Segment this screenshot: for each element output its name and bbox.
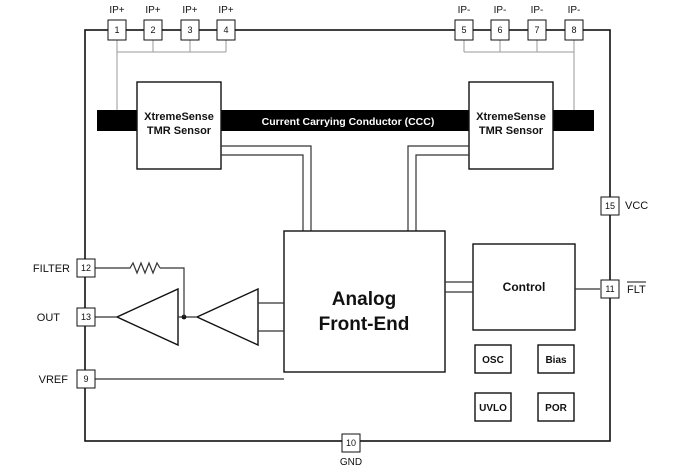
pin-3: 3 IP+ — [180, 5, 200, 41]
svg-text:IP-: IP- — [531, 5, 544, 16]
svg-text:VREF: VREF — [39, 374, 69, 386]
svg-text:IP-: IP- — [568, 5, 581, 16]
svg-text:3: 3 — [187, 25, 192, 35]
amplifier-output-stage — [115, 287, 179, 347]
pin-1: 1 IP+ — [107, 5, 127, 41]
svg-text:GND: GND — [340, 457, 362, 468]
pin-8: 8 IP- — [564, 5, 584, 41]
pin-2: 2 IP+ — [143, 5, 163, 41]
svg-text:15: 15 — [605, 201, 615, 211]
svg-text:5: 5 — [461, 25, 466, 35]
svg-text:IP-: IP- — [494, 5, 507, 16]
svg-text:FILTER: FILTER — [33, 263, 70, 275]
sensor-left-output — [221, 145, 312, 231]
svg-text:8: 8 — [571, 25, 576, 35]
tmr-sensor-left-line2: TMR Sensor — [147, 125, 212, 137]
svg-text:10: 10 — [346, 438, 356, 448]
pin-11-flt: 11 FLT — [600, 279, 646, 299]
svg-text:2: 2 — [150, 25, 155, 35]
osc-label: OSC — [482, 355, 504, 366]
amplifier-second-stage — [195, 287, 259, 347]
bias-label: Bias — [545, 355, 567, 366]
svg-text:VCC: VCC — [625, 200, 648, 212]
svg-text:OUT: OUT — [37, 312, 61, 324]
analog-front-end — [283, 230, 446, 373]
svg-text:4: 4 — [223, 25, 228, 35]
uvlo-label: UVLO — [479, 403, 507, 414]
pin-7: 7 IP- — [527, 5, 547, 41]
svg-text:IP+: IP+ — [145, 5, 160, 16]
svg-text:IP+: IP+ — [182, 5, 197, 16]
tmr-sensor-right — [468, 81, 554, 170]
pin-15-vcc: 15 VCC — [600, 196, 648, 216]
uvlo-block — [474, 392, 512, 422]
pin-5: 5 IP- — [454, 5, 474, 41]
svg-text:FLT: FLT — [627, 284, 646, 296]
afe-control-link — [445, 281, 473, 293]
pin-6: 6 IP- — [490, 5, 510, 41]
tmr-sensor-left — [136, 81, 222, 170]
svg-text:IP-: IP- — [458, 5, 471, 16]
pin-10-gnd: 10 GND — [340, 433, 362, 468]
control-block — [472, 243, 576, 331]
ip-plus-bus — [116, 40, 227, 110]
afe-line1: Analog — [332, 289, 396, 310]
svg-text:IP+: IP+ — [109, 5, 124, 16]
tmr-sensor-right-line2: TMR Sensor — [479, 125, 544, 137]
tmr-sensor-right-line1: XtremeSense — [476, 111, 546, 123]
pin-12-filter: 12 FILTER — [33, 258, 96, 278]
conductor-label: Current Carrying Conductor (CCC) — [262, 116, 435, 128]
svg-text:13: 13 — [81, 312, 91, 322]
pin-13-out: 13 OUT — [37, 307, 96, 327]
ip-minus-bus — [463, 40, 575, 110]
feedback-wire — [160, 267, 185, 317]
svg-text:1: 1 — [114, 25, 119, 35]
afe-to-amp-wires — [258, 302, 284, 332]
svg-text:9: 9 — [83, 374, 88, 384]
por-label: POR — [545, 403, 567, 414]
pin-4: 4 IP+ — [216, 5, 236, 41]
afe-line2: Front-End — [319, 314, 410, 335]
bias-block — [537, 344, 575, 374]
svg-text:11: 11 — [605, 284, 614, 294]
pin-9-vref: 9 VREF — [39, 369, 96, 389]
svg-text:IP+: IP+ — [218, 5, 233, 16]
tmr-sensor-left-line1: XtremeSense — [144, 111, 214, 123]
por-block — [537, 392, 575, 422]
sensor-right-output — [407, 145, 469, 231]
svg-text:7: 7 — [534, 25, 539, 35]
svg-text:6: 6 — [497, 25, 502, 35]
osc-block — [474, 344, 512, 374]
svg-text:12: 12 — [81, 263, 91, 273]
filter-resistor — [127, 261, 161, 275]
control-label: Control — [503, 280, 546, 294]
